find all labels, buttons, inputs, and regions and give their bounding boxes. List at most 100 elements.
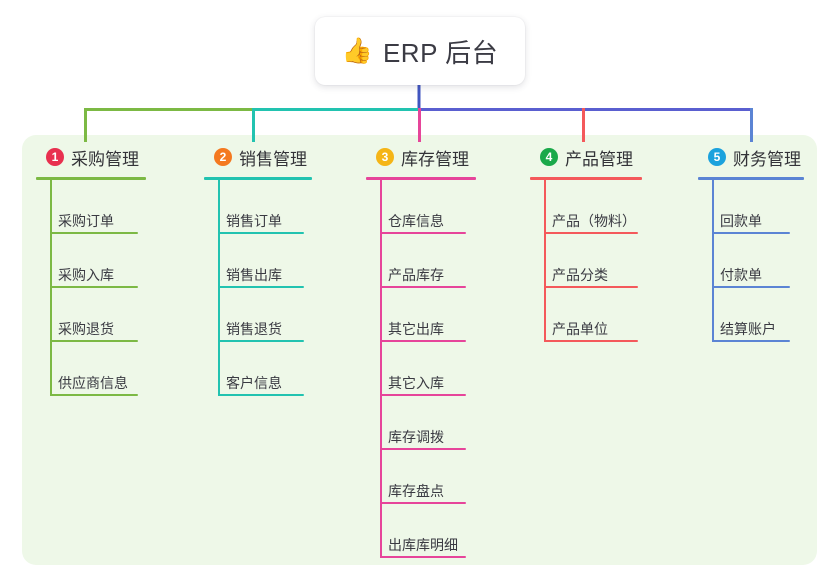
branch-item-label: 产品单位 bbox=[552, 321, 608, 337]
root-title: ERP 后台 bbox=[382, 37, 499, 68]
branch-item[interactable]: 产品单位 bbox=[530, 288, 642, 342]
branch-item[interactable]: 销售订单 bbox=[204, 180, 312, 234]
branch-item-rule bbox=[218, 394, 304, 396]
branch-item-rule bbox=[712, 340, 790, 342]
branch-item-rule bbox=[712, 286, 790, 288]
branch-item[interactable]: 仓库信息 bbox=[366, 180, 476, 234]
branch-item[interactable]: 销售出库 bbox=[204, 234, 312, 288]
branch-header-rule bbox=[698, 177, 804, 180]
branch-item-label: 采购订单 bbox=[58, 213, 114, 229]
branch-item-label: 出库库明细 bbox=[388, 537, 458, 553]
branch-item[interactable]: 产品（物料） bbox=[530, 180, 642, 234]
branch-item[interactable]: 采购订单 bbox=[36, 180, 146, 234]
branch-item-label: 其它出库 bbox=[388, 321, 444, 337]
branch-item-list: 销售订单销售出库销售退货客户信息 bbox=[204, 180, 312, 396]
branch-item-rule bbox=[50, 286, 138, 288]
branch-item[interactable]: 其它出库 bbox=[366, 288, 476, 342]
branch-title: 采购管理 bbox=[71, 149, 139, 169]
branch-item-rule bbox=[218, 340, 304, 342]
branch-item-label: 产品（物料） bbox=[552, 213, 636, 229]
branch-item-label: 采购退货 bbox=[58, 321, 114, 337]
branch-item-rule bbox=[218, 286, 304, 288]
branch-header[interactable]: 2 销售管理 bbox=[204, 144, 312, 170]
branch-column[interactable]: 5 财务管理回款单付款单结算账户 bbox=[698, 144, 804, 342]
branch-item-rule bbox=[50, 394, 138, 396]
branch-item-label: 供应商信息 bbox=[58, 375, 128, 391]
branch-header-rule bbox=[36, 177, 146, 180]
branch-title: 产品管理 bbox=[565, 149, 633, 169]
branch-header-rule bbox=[366, 177, 476, 180]
branch-spine bbox=[380, 180, 382, 558]
branch-spine bbox=[544, 180, 546, 342]
branch-column[interactable]: 2 销售管理销售订单销售出库销售退货客户信息 bbox=[204, 144, 312, 396]
branch-spine bbox=[50, 180, 52, 396]
branch-item[interactable]: 产品分类 bbox=[530, 234, 642, 288]
branch-item-list: 产品（物料） 产品分类产品单位 bbox=[530, 180, 642, 342]
branch-column[interactable]: 4 产品管理产品（物料） 产品分类产品单位 bbox=[530, 144, 642, 342]
branch-item-rule bbox=[544, 232, 638, 234]
branch-title: 销售管理 bbox=[239, 149, 307, 169]
branch-number-badge: 5 bbox=[708, 148, 726, 166]
branch-item-rule bbox=[380, 340, 466, 342]
branch-item[interactable]: 付款单 bbox=[698, 234, 804, 288]
branch-item[interactable]: 客户信息 bbox=[204, 342, 312, 396]
branches-panel bbox=[22, 135, 817, 565]
branch-item[interactable]: 销售退货 bbox=[204, 288, 312, 342]
branch-column[interactable]: 1 采购管理采购订单采购入库采购退货供应商信息 bbox=[36, 144, 146, 396]
branch-item[interactable]: 出库库明细 bbox=[366, 504, 476, 558]
branch-item[interactable]: 采购退货 bbox=[36, 288, 146, 342]
branch-item-label: 采购入库 bbox=[58, 267, 114, 283]
root-node[interactable]: 👍 ERP 后台 bbox=[315, 17, 525, 85]
branch-item[interactable]: 采购入库 bbox=[36, 234, 146, 288]
branch-item[interactable]: 其它入库 bbox=[366, 342, 476, 396]
branch-item[interactable]: 结算账户 bbox=[698, 288, 804, 342]
branch-number-badge: 2 bbox=[214, 148, 232, 166]
branch-item-label: 销售退货 bbox=[226, 321, 282, 337]
branch-header-rule bbox=[204, 177, 312, 180]
branch-item-rule bbox=[712, 232, 790, 234]
branch-item-label: 仓库信息 bbox=[388, 213, 444, 229]
branch-item-label: 产品分类 bbox=[552, 267, 608, 283]
branch-item[interactable]: 产品库存 bbox=[366, 234, 476, 288]
branch-item-rule bbox=[380, 556, 466, 558]
branch-item-rule bbox=[380, 394, 466, 396]
branch-item-label: 结算账户 bbox=[720, 321, 776, 337]
branch-item-rule bbox=[380, 286, 466, 288]
branch-item[interactable]: 库存盘点 bbox=[366, 450, 476, 504]
branch-number-badge: 1 bbox=[46, 148, 64, 166]
branch-item-label: 付款单 bbox=[720, 267, 762, 283]
branch-item-list: 采购订单采购入库采购退货供应商信息 bbox=[36, 180, 146, 396]
branch-item-label: 回款单 bbox=[720, 213, 762, 229]
branch-spine bbox=[218, 180, 220, 396]
branch-header[interactable]: 5 财务管理 bbox=[698, 144, 804, 170]
branch-title: 财务管理 bbox=[733, 149, 801, 169]
branch-header[interactable]: 4 产品管理 bbox=[530, 144, 642, 170]
branch-item-rule bbox=[544, 286, 638, 288]
branch-item-label: 其它入库 bbox=[388, 375, 444, 391]
branch-title: 库存管理 bbox=[401, 149, 469, 169]
branch-item-rule bbox=[380, 232, 466, 234]
branch-item-rule bbox=[380, 502, 466, 504]
branch-item[interactable]: 供应商信息 bbox=[36, 342, 146, 396]
branch-spine bbox=[712, 180, 714, 342]
branch-header[interactable]: 1 采购管理 bbox=[36, 144, 146, 170]
branch-item-label: 销售出库 bbox=[226, 267, 282, 283]
branch-item-label: 库存盘点 bbox=[388, 483, 444, 499]
branch-item-label: 库存调拨 bbox=[388, 429, 444, 445]
branch-number-badge: 4 bbox=[540, 148, 558, 166]
branch-item[interactable]: 回款单 bbox=[698, 180, 804, 234]
branch-header-rule bbox=[530, 177, 642, 180]
branch-item-label: 产品库存 bbox=[388, 267, 444, 283]
branch-item-label: 销售订单 bbox=[226, 213, 282, 229]
branch-item-rule bbox=[218, 232, 304, 234]
branch-item[interactable]: 库存调拨 bbox=[366, 396, 476, 450]
branch-item-rule bbox=[50, 232, 138, 234]
branch-item-list: 回款单付款单结算账户 bbox=[698, 180, 804, 342]
thumbs-up-icon: 👍 bbox=[341, 36, 373, 65]
branch-item-rule bbox=[380, 448, 466, 450]
branch-item-rule bbox=[50, 340, 138, 342]
branch-item-list: 仓库信息产品库存其它出库其它入库库存调拨库存盘点出库库明细 bbox=[366, 180, 476, 558]
